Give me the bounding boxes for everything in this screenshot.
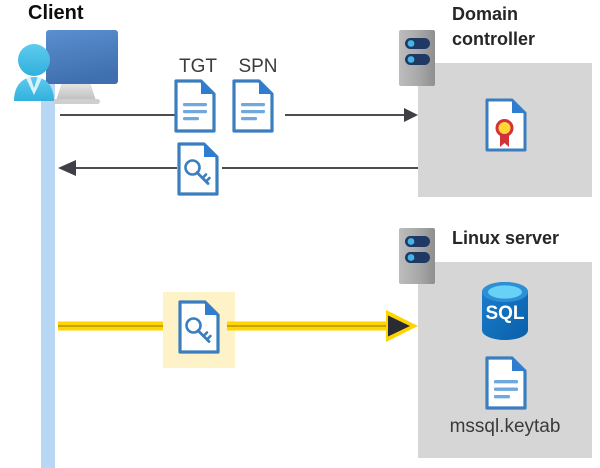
- linux-server-title: Linux server: [452, 228, 560, 248]
- tgt-label: TGT: [179, 56, 217, 77]
- keytab-file-label: mssql.keytab: [449, 416, 561, 437]
- domain-controller-panel: [418, 63, 592, 197]
- spn-document-icon: [232, 79, 274, 133]
- domain-controller-title: Domain controller: [452, 2, 598, 52]
- tgt-document-icon: [174, 79, 216, 133]
- client-computer-icon: [46, 30, 118, 104]
- message-2-arrow: [58, 160, 418, 176]
- client-title: Client: [28, 2, 84, 24]
- service-ticket-key-document-icon-1: [177, 142, 219, 196]
- domain-controller-title-line2: controller: [452, 29, 536, 49]
- domain-controller-title-line1: Domain: [452, 4, 519, 24]
- client-lifeline: [41, 80, 55, 468]
- spn-label: SPN: [238, 56, 278, 77]
- message-3-arrow: [58, 310, 418, 342]
- message-highlight-box: [163, 292, 235, 368]
- message-1-arrow: [60, 108, 418, 122]
